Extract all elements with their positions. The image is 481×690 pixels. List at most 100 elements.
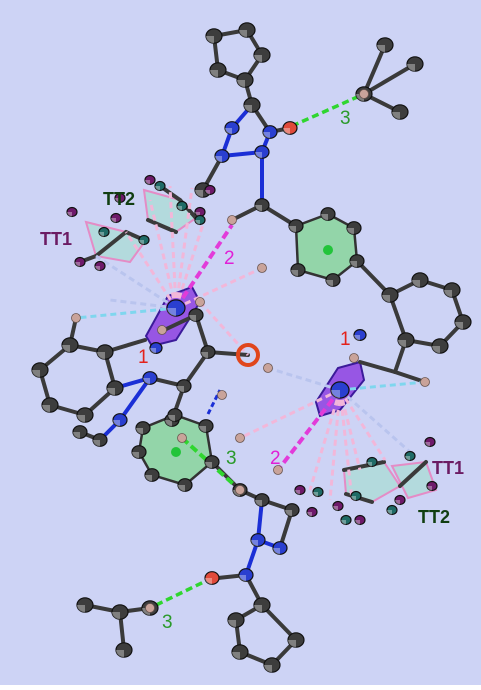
ring-centroid-upper <box>323 245 333 255</box>
bond <box>398 460 428 488</box>
carbon-atom-octant <box>239 30 247 38</box>
carbon-atom <box>431 338 449 354</box>
carbon-atom <box>454 314 472 330</box>
contact-dash <box>239 388 341 440</box>
carbon-atom <box>443 282 461 298</box>
hydrogen-atom <box>195 297 205 307</box>
carbon-atom-octant <box>377 45 385 53</box>
fluorine-atom <box>98 226 110 238</box>
hydrogen-atom <box>235 485 245 495</box>
bond <box>393 370 427 384</box>
carbon-atom <box>284 503 300 517</box>
nitrogen-atom-octant <box>215 156 222 163</box>
carbon-atom-body <box>177 478 193 492</box>
carbon-atom-body <box>31 362 49 378</box>
carbon-atom-body <box>391 104 409 120</box>
fluorine-atom-octant <box>139 240 144 245</box>
oxygen-atom-octant <box>205 578 212 585</box>
contact-dash <box>109 298 177 310</box>
metal-center-right <box>330 381 350 399</box>
metal-center-right-octant <box>331 390 340 399</box>
carbon-atom <box>287 632 305 648</box>
fluorine-atom-body <box>138 234 150 246</box>
sulfur-atom <box>74 256 86 268</box>
fluorine-atom-body <box>312 486 324 498</box>
carbon-atom <box>198 419 214 433</box>
contact-dash <box>206 389 222 415</box>
carbon-atom-octant <box>201 352 208 359</box>
fluorine-atom-octant <box>177 206 182 211</box>
carbon-atom-octant <box>444 290 452 298</box>
label-tt2-left: TT2 <box>103 189 135 209</box>
sulfur-atom <box>204 184 216 196</box>
bond <box>94 230 128 258</box>
contact-dash <box>148 199 178 309</box>
hydrogen-atom <box>359 89 369 99</box>
fluorine-atom-octant <box>313 492 318 497</box>
carbon-atom-octant <box>189 315 196 322</box>
sulfur-atom-body <box>354 514 366 526</box>
annotation-labels: TT2 TT1 TT1 TT2 3 2 1 1 3 2 3 <box>40 108 464 633</box>
carbon-atom-body <box>96 344 114 360</box>
nitrogen-atom-body <box>353 329 367 342</box>
bond <box>358 360 397 374</box>
carbon-atom-body <box>253 47 271 63</box>
metal-center-left-octant <box>167 308 176 317</box>
oxygen-atom-body <box>282 121 298 135</box>
carbon-atom-body <box>231 644 249 660</box>
hydrogen-atom <box>145 603 155 613</box>
hydrogen-atom <box>273 465 283 475</box>
sulfur-atom <box>66 206 78 218</box>
nitrogen-atom <box>353 329 367 342</box>
carbon-atom <box>176 379 192 393</box>
fluorine-atom-body <box>386 504 398 516</box>
sulfur-atom <box>306 506 318 518</box>
carbon-atom-body <box>349 254 365 268</box>
carbon-atom-octant <box>168 415 175 422</box>
metal-center-right-body <box>330 381 350 399</box>
contact-dash <box>198 300 250 357</box>
contact-dash <box>339 380 426 392</box>
carbon-atom-body <box>200 345 216 359</box>
carbon-atom-octant <box>326 280 333 287</box>
carbon-atom <box>144 468 160 482</box>
sulfur-atom-octant <box>307 512 312 517</box>
fluorine-atom <box>138 234 150 246</box>
contact-dash <box>338 389 387 461</box>
carbon-atom-body <box>106 380 124 396</box>
carbon-atom <box>253 597 271 613</box>
carbon-atom <box>209 62 227 78</box>
sulfur-atom-body <box>74 256 86 268</box>
carbon-atom <box>188 308 204 322</box>
carbon-atom-body <box>131 445 147 459</box>
carbon-atom-octant <box>407 64 415 72</box>
carbon-atom <box>131 445 147 459</box>
nitrogen-atom-octant <box>225 128 232 135</box>
carbon-atom-octant <box>392 112 400 120</box>
hydrogen-atom <box>71 313 81 323</box>
sulfur-atom-body <box>294 484 306 496</box>
oxygen-atom <box>204 571 220 585</box>
carbon-atom-octant <box>254 605 262 613</box>
carbon-atom <box>177 478 193 492</box>
carbon-atom-octant <box>195 190 203 198</box>
fluorine-atom-octant <box>155 186 160 191</box>
fluorine-atom-body <box>350 490 362 502</box>
nitrogen-atom-body <box>214 149 230 163</box>
contact-dash <box>339 388 411 454</box>
bond <box>388 293 408 342</box>
contact-dash <box>174 187 194 309</box>
hydrogen-atom <box>217 390 227 400</box>
carbon-atom-body <box>176 379 192 393</box>
nitrogen-atom-octant <box>354 335 360 341</box>
contact-lines <box>75 92 426 610</box>
sulfur-atom-octant <box>111 218 116 223</box>
sulfur-atom-body <box>426 480 438 492</box>
carbon-atom-body <box>209 62 227 78</box>
fluorine-atom <box>386 504 398 516</box>
hydrogen-atom <box>420 377 430 387</box>
carbon-atom-body <box>227 612 245 628</box>
label-contact-3-top: 3 <box>340 108 351 129</box>
sulfur-atom-body <box>394 494 406 506</box>
